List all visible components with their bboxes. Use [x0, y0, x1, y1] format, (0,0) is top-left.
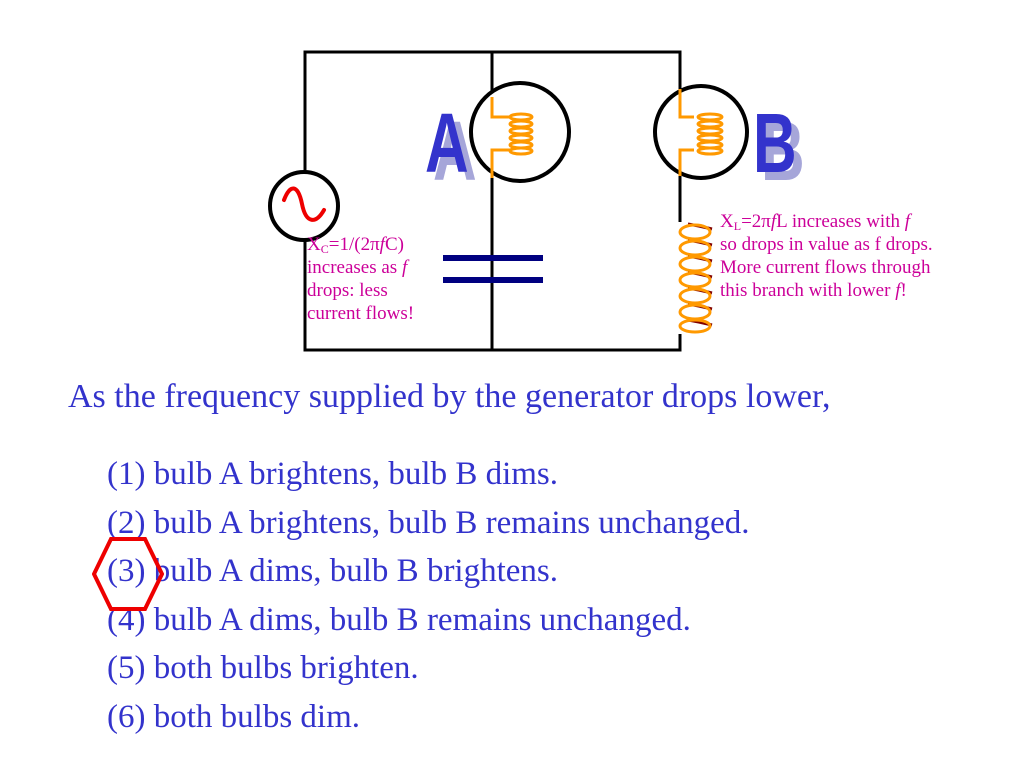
inductor-reactance-note: XL=2πfL increases with f so drops in val…: [720, 210, 1020, 302]
bulb-b: [653, 84, 749, 180]
bulb-a: [469, 81, 571, 183]
choice-6[interactable]: (6) both bulbs dim.: [107, 698, 360, 735]
capacitor: [443, 255, 543, 283]
inductor-coil: [676, 222, 713, 334]
answer-choices: (1) bulb A brightens, bulb B dims. (2) b…: [107, 450, 750, 741]
choice-3[interactable]: (3) bulb A dims, bulb B brightens.: [107, 553, 559, 589]
capacitor-note-line-3: drops: less: [307, 280, 388, 301]
sine-wave-icon: [282, 186, 326, 222]
choice-4[interactable]: (4) bulb A dims, bulb B remains unchange…: [107, 601, 691, 638]
capacitor-note-line-4: current flows!: [307, 303, 415, 324]
bulb-a-filament: [508, 112, 534, 156]
choice-1[interactable]: (1) bulb A brightens, bulb B dims.: [107, 456, 559, 492]
bulb-b-label-shadow: B: [761, 104, 805, 198]
capacitor-note-line-2: increases as f: [307, 257, 408, 278]
inductor-note-line-4: this branch with lower f!: [720, 280, 907, 301]
bulb-a-label: A: [425, 96, 469, 190]
capacitor-formula: XC=1/(2πfC): [307, 234, 404, 256]
ac-generator: [268, 170, 340, 242]
inductor-formula: XL=2πfL increases with f: [720, 211, 911, 233]
bulb-b-filament: [696, 112, 724, 156]
inductor-note-line-2: so drops in value as f drops.: [720, 234, 933, 255]
choice-2[interactable]: (2) bulb A brightens, bulb B remains unc…: [107, 504, 750, 541]
correct-answer-hexagon-icon: [92, 537, 164, 611]
inductor-note-line-3: More current flows through: [720, 257, 931, 278]
bulb-b-label: B: [753, 96, 797, 190]
choice-5[interactable]: (5) both bulbs brighten.: [107, 650, 419, 686]
bulb-a-label-shadow: A: [433, 104, 477, 198]
circuit-diagram: A A B B: [268, 50, 805, 352]
question-text: As the frequency supplied by the generat…: [68, 378, 831, 415]
capacitor-reactance-note: XC=1/(2πfC) increases as f drops: less c…: [307, 233, 457, 325]
